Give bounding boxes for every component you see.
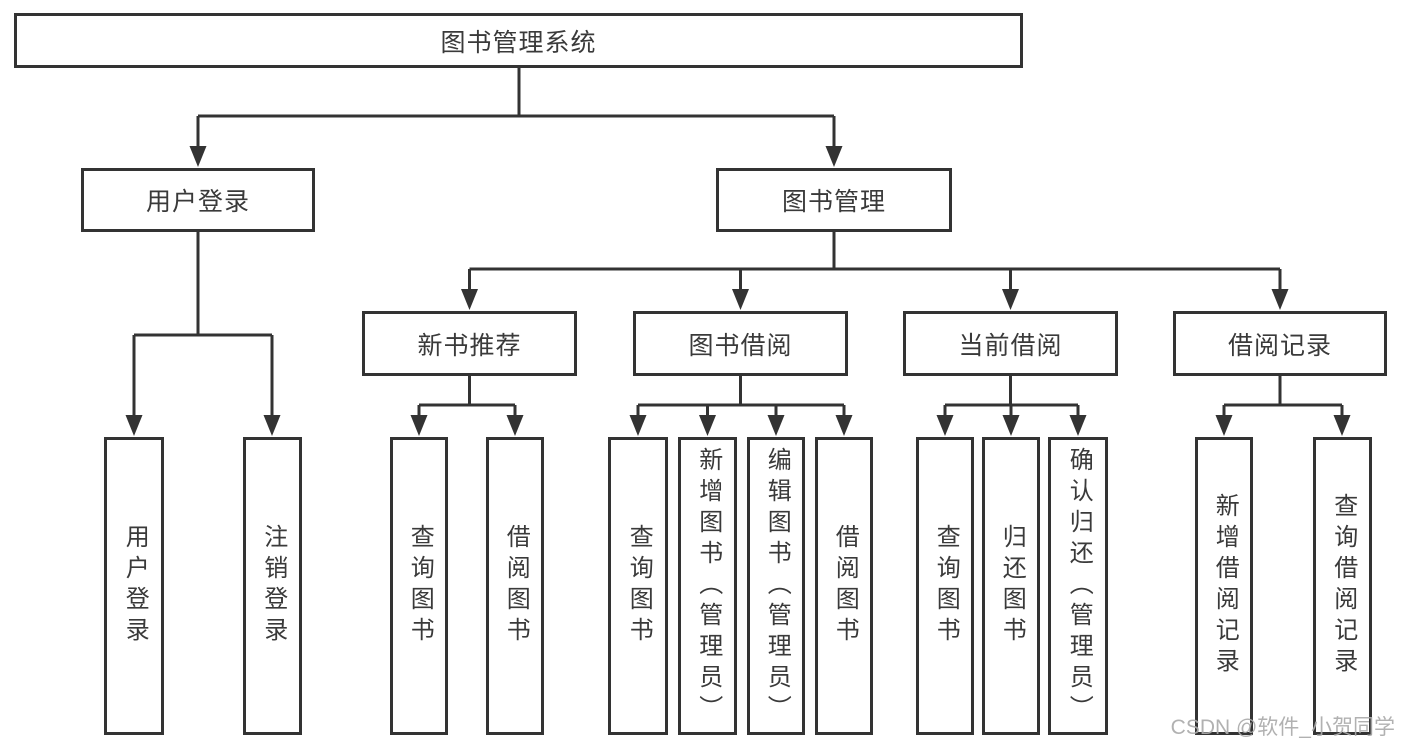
node-label: 查询图书 — [406, 524, 434, 648]
arrow-down-icon — [767, 415, 785, 436]
node-label: 用户登录 — [145, 188, 250, 216]
node-label: 注销登录 — [259, 524, 287, 648]
arrow-down-icon — [936, 415, 954, 436]
node-label: 编辑图书（管理员） — [763, 446, 791, 726]
arrow-down-icon — [1333, 415, 1351, 436]
arrow-down-icon — [629, 415, 647, 436]
arrow-down-icon — [825, 146, 843, 167]
node-book-borrow: 图书借阅 — [633, 311, 848, 376]
node-label: 新增借阅记录 — [1211, 493, 1239, 679]
node-label: 借阅记录 — [1227, 331, 1332, 360]
arrow-down-icon — [835, 415, 853, 436]
arrow-down-icon — [1002, 415, 1020, 436]
node-label: 查询图书 — [932, 524, 960, 648]
connector-current-borrow-children — [936, 376, 1087, 436]
connector-root-to-level2 — [189, 68, 843, 167]
node-label: 新书推荐 — [417, 331, 522, 360]
node-label: 查询图书 — [625, 524, 653, 648]
node-leaf-edit-book-admin: 编辑图书（管理员） — [747, 437, 805, 735]
node-label: 借阅图书 — [831, 524, 859, 648]
arrow-down-icon — [125, 415, 143, 436]
node-book-management: 图书管理 — [716, 168, 952, 232]
node-borrow-record: 借阅记录 — [1173, 311, 1387, 376]
arrow-down-icon — [732, 289, 749, 310]
node-label: 图书管理系统 — [440, 28, 597, 57]
node-leaf-query-borrow-record: 查询借阅记录 — [1313, 437, 1372, 735]
arrow-down-icon — [410, 415, 428, 436]
node-user-login: 用户登录 — [81, 168, 315, 232]
node-leaf-logout: 注销登录 — [243, 437, 302, 735]
arrow-down-icon — [1069, 415, 1087, 436]
watermark: CSDN @软件_小贺同学 — [1170, 716, 1395, 739]
node-label: 确认归还（管理员） — [1065, 446, 1093, 726]
node-label: 图书借阅 — [688, 331, 793, 360]
arrow-down-icon — [506, 415, 524, 436]
node-current-borrow: 当前借阅 — [903, 311, 1118, 376]
node-leaf-query-book-3: 查询图书 — [916, 437, 974, 735]
node-leaf-borrow-book-2: 借阅图书 — [815, 437, 873, 735]
arrow-down-icon — [263, 415, 281, 436]
connector-new-book-children — [410, 376, 524, 436]
node-label: 当前借阅 — [958, 331, 1063, 360]
connector-user-login-children — [125, 232, 281, 436]
node-library-management-system: 图书管理系统 — [14, 13, 1023, 68]
arrow-down-icon — [1215, 415, 1233, 436]
node-label: 查询借阅记录 — [1329, 493, 1357, 679]
connector-book-management-children — [461, 232, 1289, 310]
node-leaf-borrow-book-1: 借阅图书 — [486, 437, 544, 735]
arrow-down-icon — [461, 289, 478, 310]
connector-book-borrow-children — [629, 376, 853, 436]
arrow-down-icon — [1002, 289, 1019, 310]
node-leaf-add-book-admin: 新增图书（管理员） — [678, 437, 737, 735]
node-leaf-add-borrow-record: 新增借阅记录 — [1195, 437, 1253, 735]
node-leaf-return-book: 归还图书 — [982, 437, 1040, 735]
node-leaf-user-login: 用户登录 — [104, 437, 164, 735]
arrow-down-icon — [189, 146, 207, 167]
node-label: 新增图书（管理员） — [694, 446, 722, 726]
node-label: 借阅图书 — [502, 524, 530, 648]
node-leaf-query-book-1: 查询图书 — [390, 437, 448, 735]
node-leaf-confirm-return-admin: 确认归还（管理员） — [1048, 437, 1108, 735]
node-leaf-query-book-2: 查询图书 — [608, 437, 668, 735]
node-new-book-recommend: 新书推荐 — [362, 311, 577, 376]
connector-borrow-record-children — [1215, 376, 1351, 436]
node-label: 归还图书 — [998, 524, 1026, 648]
arrow-down-icon — [699, 415, 716, 436]
node-label: 用户登录 — [121, 524, 149, 648]
node-label: 图书管理 — [781, 188, 886, 216]
arrow-down-icon — [1271, 289, 1289, 310]
